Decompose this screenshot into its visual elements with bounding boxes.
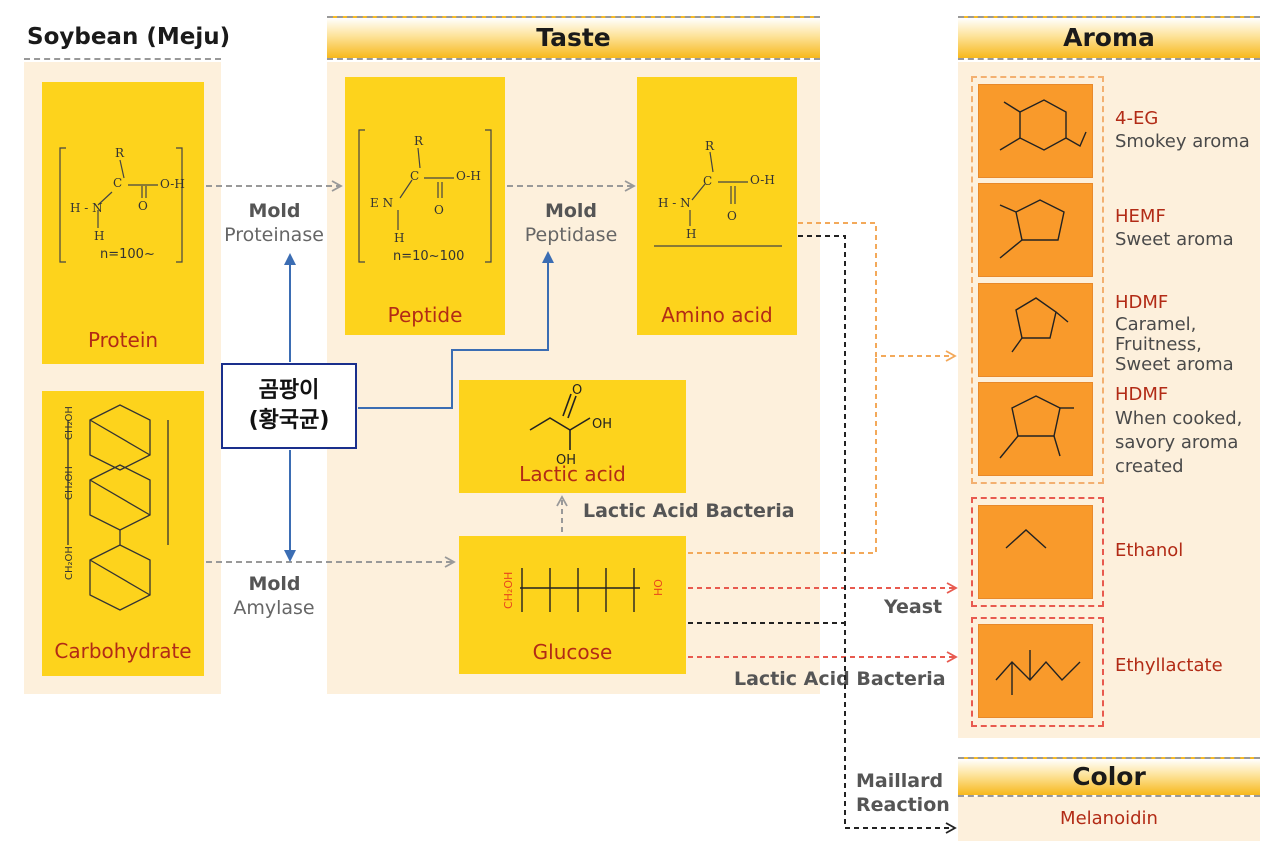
maillard-label-2: Reaction bbox=[856, 794, 950, 816]
glucose-box: Glucose bbox=[459, 536, 686, 674]
aroma-box-hemf bbox=[978, 183, 1093, 277]
aroma-molecules bbox=[995, 99, 1087, 695]
carbohydrate-structure: CH₂OH CH₂OH CH₂OH bbox=[64, 404, 169, 611]
protein-box: Protein n=100~ bbox=[42, 82, 204, 364]
svg-text:O: O bbox=[727, 209, 737, 223]
svg-text:H: H bbox=[94, 229, 104, 243]
aroma-name-hdmf-1: HDMF bbox=[1115, 292, 1169, 313]
aroma-desc-hemf: Sweet aroma bbox=[1115, 229, 1234, 250]
aroma-box-ethyllactate bbox=[978, 624, 1093, 718]
maillard-label-1: Maillard bbox=[856, 770, 944, 792]
soybean-title-rule bbox=[24, 58, 221, 60]
mold-box-line-1: 곰팡이 bbox=[258, 378, 320, 403]
aroma-box-4eg bbox=[978, 84, 1093, 178]
protein-structure: R C O-H O H - N H bbox=[59, 146, 185, 263]
lactic-acid-label: Lactic acid bbox=[519, 462, 626, 486]
svg-text:H - N: H - N bbox=[70, 201, 103, 215]
svg-text:OH: OH bbox=[556, 453, 576, 468]
lab-bottom-label: Lactic Acid Bacteria bbox=[734, 668, 946, 690]
amino-acid-structure: R C O-H O H - N H bbox=[654, 139, 782, 247]
amylase-label: Amylase bbox=[233, 597, 315, 619]
aroma-group-lab bbox=[971, 617, 1104, 727]
svg-text:O-H: O-H bbox=[160, 177, 185, 191]
svg-text:O-H: O-H bbox=[750, 173, 775, 187]
taste-title: Taste bbox=[327, 16, 820, 60]
arrow-amino-aroma bbox=[798, 222, 957, 362]
lactic-acid-box: Lactic acid bbox=[459, 380, 686, 493]
color-title: Color bbox=[958, 757, 1260, 797]
svg-text:H - N: H - N bbox=[658, 196, 691, 210]
glucose-label: Glucose bbox=[532, 640, 613, 664]
svg-text:C: C bbox=[410, 169, 419, 183]
svg-text:O: O bbox=[434, 203, 444, 217]
aroma-name-ethanol: Ethanol bbox=[1115, 540, 1184, 561]
svg-text:CH₂OH: CH₂OH bbox=[64, 546, 75, 580]
peptidase-mold-label: Mold bbox=[544, 200, 598, 222]
aroma-name-4eg: 4-EG bbox=[1115, 108, 1159, 129]
svg-text:O: O bbox=[572, 383, 582, 398]
svg-text:C: C bbox=[113, 176, 122, 190]
amino-acid-label: Amino acid bbox=[661, 303, 773, 327]
svg-text:R: R bbox=[115, 146, 125, 160]
mold-box-line-2: (황국균) bbox=[248, 408, 330, 433]
aroma-box-ethanol bbox=[978, 505, 1093, 599]
aroma-desc-4eg: Smokey aroma bbox=[1115, 131, 1250, 152]
svg-text:H: H bbox=[394, 231, 404, 245]
aroma-name-hemf: HEMF bbox=[1115, 206, 1166, 227]
lab-top-label: Lactic Acid Bacteria bbox=[583, 500, 795, 522]
aroma-box-hdmf-2 bbox=[978, 382, 1093, 476]
arrow-glucose-aroma bbox=[688, 356, 877, 554]
svg-text:H: H bbox=[686, 227, 696, 241]
yeast-label: Yeast bbox=[884, 596, 943, 618]
svg-text:R: R bbox=[705, 139, 715, 153]
svg-text:O-H: O-H bbox=[456, 169, 481, 183]
svg-text:CH₂OH: CH₂OH bbox=[64, 406, 75, 440]
aroma-desc-hdmf-2: When cooked, savory aroma created bbox=[1115, 408, 1243, 477]
aroma-desc-hdmf-1: Caramel, Fruitness, Sweet aroma bbox=[1115, 314, 1234, 375]
amylase-mold-label: Mold bbox=[248, 573, 301, 595]
svg-text:HO: HO bbox=[652, 579, 665, 596]
peptide-label: Peptide bbox=[387, 303, 463, 327]
peptide-box: Peptide n=10~100 bbox=[345, 77, 505, 335]
arrow-amino-color bbox=[798, 235, 957, 834]
aroma-title: Aroma bbox=[958, 16, 1260, 60]
color-item: Melanoidin bbox=[1060, 808, 1158, 829]
svg-text:E N: E N bbox=[370, 196, 393, 210]
aroma-group-taste bbox=[971, 76, 1104, 484]
proteinase-mold-label: Mold bbox=[248, 200, 301, 222]
peptide-structure: R C O-H O E N H bbox=[358, 129, 492, 263]
soybean-title: Soybean (Meju) bbox=[27, 24, 231, 50]
protein-label: Protein bbox=[87, 328, 159, 352]
proteinase-label: Proteinase bbox=[224, 224, 324, 246]
peptidase-label: Peptidase bbox=[524, 224, 618, 246]
aroma-name-ethyllactate: Ethyllactate bbox=[1115, 655, 1223, 676]
peptide-subscript: n=10~100 bbox=[393, 249, 465, 264]
svg-text:OH: OH bbox=[592, 417, 612, 432]
svg-text:CH₂OH: CH₂OH bbox=[502, 572, 515, 609]
carbohydrate-label: Carbohydrate bbox=[54, 639, 192, 663]
protein-subscript: n=100~ bbox=[100, 247, 155, 262]
color-panel bbox=[958, 795, 1260, 841]
svg-text:O: O bbox=[138, 199, 148, 213]
svg-text:C: C bbox=[703, 174, 712, 188]
aroma-group-yeast bbox=[971, 497, 1104, 607]
svg-text:R: R bbox=[414, 134, 424, 148]
blue-arrow-peptidase bbox=[358, 251, 554, 409]
glucose-structure: CH₂OH HO bbox=[502, 568, 665, 612]
svg-text:CH₂OH: CH₂OH bbox=[64, 466, 75, 500]
lactic-acid-structure: O OH OH bbox=[529, 383, 612, 468]
amino-acid-box: Amino acid bbox=[637, 77, 797, 335]
mold-box: 곰팡이 (황국균) bbox=[221, 363, 357, 449]
aroma-name-hdmf-2: HDMF bbox=[1115, 384, 1169, 405]
